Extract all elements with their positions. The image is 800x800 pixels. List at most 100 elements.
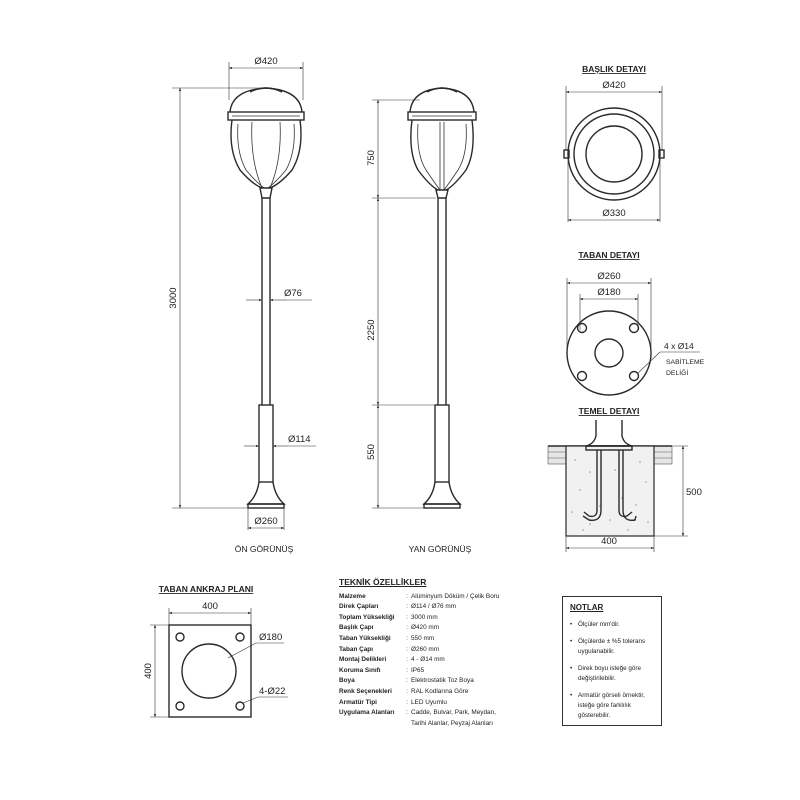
spec-value: Tarihi Alanlar, Peyzaj Alanları <box>411 719 494 727</box>
spec-key: Taban Yüksekliği <box>339 634 391 642</box>
spec-colon: : <box>406 613 408 621</box>
side-upper-height-label: 2250 <box>366 319 377 340</box>
spec-key: Armatür Tipi <box>339 698 377 706</box>
spec-value: Cadde, Bulvar, Park, Meydan, <box>411 709 496 717</box>
side-head-height-label: 750 <box>366 150 377 166</box>
anchor-plan-width-label: 400 <box>202 601 218 612</box>
spec-colon: : <box>406 687 408 695</box>
note-bullet: • <box>570 665 573 672</box>
spec-colon: : <box>406 634 408 642</box>
front-view-label: ÖN GÖRÜNÜŞ <box>235 544 294 554</box>
side-view-label: YAN GÖRÜNÜŞ <box>409 544 472 554</box>
spec-row: Renk Seçenekleri:RAL Kodlarına Göre <box>339 687 544 698</box>
base-detail-holes-note-2: DELİĞİ <box>666 368 688 377</box>
side-view-drawing <box>407 87 477 509</box>
spec-row: Toplam Yüksekliği:3000 mm <box>339 613 544 624</box>
spec-key <box>339 719 403 730</box>
notes-list: • Ölçüler mm'dir. • Ölçülerde ± %5 tolerans… <box>570 620 655 721</box>
spec-key: Boya <box>339 677 355 685</box>
note-text: Ölçülerde ± %5 tolerans uygulanabilir. <box>578 638 646 655</box>
front-view-dimensions <box>172 62 316 530</box>
specs-title: TEKNİK ÖZELLİKLER <box>339 577 427 587</box>
spec-value: Ø260 mm <box>411 645 440 653</box>
base-detail-holes-label: 4 x Ø14 <box>664 341 694 351</box>
spec-key: Renk Seçenekleri <box>339 687 392 695</box>
foundation-width-label: 400 <box>601 536 617 547</box>
note-item: • Direk boyu isteğe göre değiştirilebilir… <box>570 664 655 684</box>
spec-value: LED Uyumlu <box>411 698 447 706</box>
foundation-detail-drawing <box>547 420 688 552</box>
spec-value: Ø420 mm <box>411 624 440 632</box>
base-detail-title: TABAN DETAYI <box>578 250 639 260</box>
spec-row: Tarihi Alanlar, Peyzaj Alanları <box>339 719 544 730</box>
note-text: Ölçüler mm'dir. <box>578 621 620 628</box>
spec-colon: : <box>406 592 408 600</box>
spec-colon <box>403 719 411 730</box>
spec-value: IP65 <box>411 666 425 674</box>
head-detail-title: BAŞLIK DETAYI <box>582 64 646 74</box>
note-text: Direk boyu isteğe göre değiştirilebilir. <box>578 665 642 682</box>
anchor-plan-title: TABAN ANKRAJ PLANI <box>159 584 253 594</box>
spec-row: Uygulama Alanları:Cadde, Bulvar, Park, M… <box>339 708 544 719</box>
spec-value: 3000 mm <box>411 613 438 621</box>
base-detail-holes-note-1: SABİTLEME <box>666 357 705 366</box>
front-lower-diameter-label: Ø114 <box>288 434 311 445</box>
head-detail-drawing <box>563 86 665 222</box>
spec-value: 4 - Ø14 mm <box>411 656 445 664</box>
base-detail-drawing <box>566 278 700 396</box>
spec-row: Montaj Delikleri:4 - Ø14 mm <box>339 655 544 666</box>
front-view-drawing <box>227 87 305 509</box>
spec-colon: : <box>406 698 408 706</box>
spec-key: Toplam Yüksekliği <box>339 613 395 621</box>
spec-colon: : <box>406 677 408 685</box>
note-item: • Ölçüler mm'dir. <box>570 620 655 630</box>
spec-value: 550 mm <box>411 634 435 642</box>
base-detail-outer-label: Ø260 <box>597 271 620 282</box>
spec-key: Uygulama Alanları <box>339 709 395 717</box>
foundation-detail-title: TEMEL DETAYI <box>579 406 640 416</box>
side-view-dimensions <box>372 99 436 509</box>
note-bullet: • <box>570 638 573 645</box>
spec-colon: : <box>406 645 408 653</box>
spec-row: Boya:Elektrostatik Toz Boya <box>339 676 544 687</box>
spec-key: Koruma Sınıfı <box>339 666 381 674</box>
spec-row: Taban Çapı:Ø260 mm <box>339 645 544 656</box>
spec-value: Ø114 / Ø76 mm <box>411 603 456 611</box>
spec-key: Direk Çapları <box>339 603 379 611</box>
spec-value: Elektrostatik Toz Boya <box>411 677 474 685</box>
spec-colon: : <box>406 603 408 611</box>
anchor-plan-corner-holes-label: 4-Ø22 <box>259 686 285 697</box>
anchor-plan-center-hole-label: Ø180 <box>259 632 282 643</box>
note-item: •Armatür görseli örnektir, isteğe göre f… <box>570 691 655 721</box>
notes-title: NOTLAR <box>570 603 604 612</box>
spec-key: Başlık Çapı <box>339 624 374 632</box>
spec-colon: : <box>406 709 408 717</box>
anchor-plan-drawing <box>150 608 288 718</box>
front-head-diameter-label: Ø420 <box>254 56 277 67</box>
note-item: • Ölçülerde ± %5 tolerans uygulanabilir. <box>570 637 655 657</box>
spec-colon: : <box>406 656 408 664</box>
side-lower-height-label: 550 <box>366 444 377 460</box>
base-detail-inner-label: Ø180 <box>597 287 620 298</box>
head-detail-inner-label: Ø330 <box>602 208 625 219</box>
spec-value: Alüminyum Döküm / Çelik Boru <box>411 592 500 600</box>
head-detail-outer-label: Ø420 <box>602 80 625 91</box>
spec-key: Taban Çapı <box>339 645 373 653</box>
anchor-plan-height-label: 400 <box>143 663 154 679</box>
note-bullet: • <box>570 692 573 699</box>
spec-colon: : <box>406 624 408 632</box>
spec-row: Armatür Tipi:LED Uyumlu <box>339 698 544 709</box>
spec-key: Montaj Delikleri <box>339 656 387 664</box>
front-total-height-label: 3000 <box>168 287 179 308</box>
note-bullet: • <box>570 621 573 628</box>
spec-row: Taban Yüksekliği:550 mm <box>339 634 544 645</box>
front-base-diameter-label: Ø260 <box>254 516 277 527</box>
technical-specs: TEKNİK ÖZELLİKLER Malzeme:Alüminyum Dökü… <box>339 577 544 729</box>
spec-row: Direk Çapları:Ø114 / Ø76 mm <box>339 602 544 613</box>
spec-value: RAL Kodlarına Göre <box>411 687 469 695</box>
spec-colon: : <box>406 666 408 674</box>
foundation-depth-label: 500 <box>686 487 702 498</box>
front-pole-diameter-label: Ø76 <box>284 288 302 299</box>
notes-box: NOTLAR • Ölçüler mm'dir. • Ölçülerde ± %5 t… <box>562 596 662 726</box>
